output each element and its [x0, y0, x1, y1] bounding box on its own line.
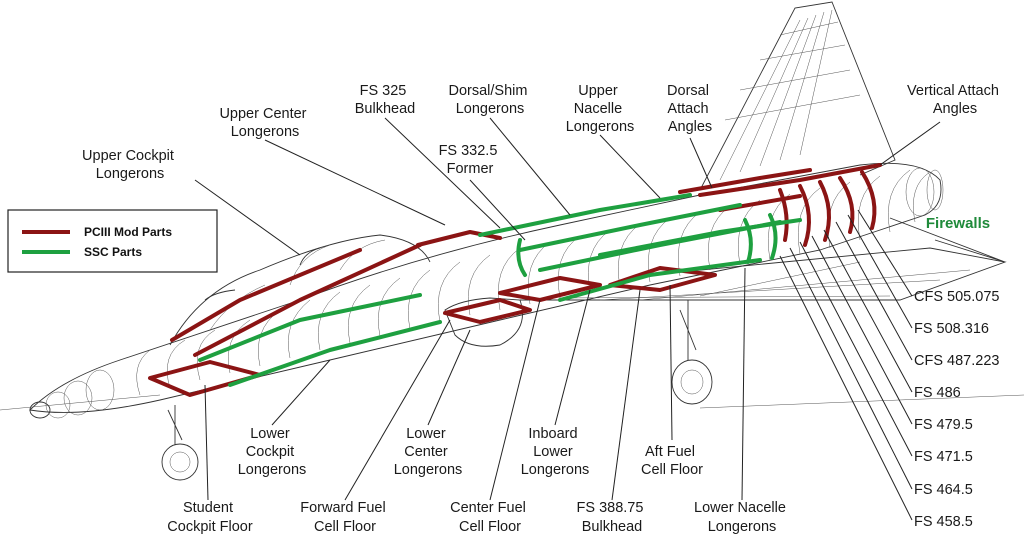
lower-cockpit-longeron-green-2	[228, 320, 442, 387]
label-fs38875-bulkhead: FS 388.75 Bulkhead	[577, 500, 648, 535]
lower-cockpit-longeron-green	[198, 293, 422, 362]
label-dorsal-shim-longerons: Dorsal/Shim Longerons	[449, 83, 532, 117]
label-upper-center-longerons: Upper Center Longerons	[219, 106, 310, 140]
aft-fuel-cell-floor	[608, 266, 717, 292]
station-labels: CFS 505.075 FS 508.316 CFS 487.223 FS 48…	[914, 289, 999, 530]
top-labels: Upper Cockpit Longerons Upper Center Lon…	[82, 83, 1003, 232]
bottom-labels: Lower Cockpit Longerons Lower Center Lon…	[167, 426, 790, 535]
label-dorsal-attach-angles: Dorsal Attach Angles	[667, 83, 713, 135]
legend-box	[7, 209, 218, 273]
ssc-parts	[198, 193, 802, 387]
label-fs3325-former: FS 332.5 Former	[439, 143, 502, 177]
label-fs325-bulkhead: FS 325 Bulkhead	[355, 83, 415, 117]
station-fs-464-5: FS 464.5	[914, 482, 973, 498]
forward-fuel-cell-floor	[443, 298, 532, 324]
firewall-frame-a	[768, 213, 778, 260]
fs-frame-a	[778, 188, 789, 242]
station-fs-471-5: FS 471.5	[914, 449, 973, 465]
fs-frame-e	[860, 170, 877, 230]
upper-center-longeron-green	[518, 203, 742, 252]
upper-cockpit-longeron	[170, 248, 362, 342]
firewall-frame-b	[743, 218, 753, 264]
fs-frame-d	[838, 176, 855, 234]
lower-cockpit-longeron-red	[193, 243, 422, 357]
legend-label-ssc: SSC Parts	[84, 245, 142, 259]
label-upper-cockpit-longerons: Upper Cockpit Longerons	[82, 148, 178, 182]
label-lower-cockpit-longerons: Lower Cockpit Longerons	[238, 426, 307, 478]
center-fuel-cell-floor	[498, 276, 602, 302]
station-fs-508-316: FS 508.316	[914, 321, 989, 337]
fs3325-former	[516, 238, 527, 277]
vertical-attach-angle	[698, 163, 882, 197]
label-vertical-attach-angles: Vertical Attach Angles	[907, 83, 1003, 117]
station-cfs-505-075: CFS 505.075	[914, 289, 999, 305]
station-fs-486: FS 486	[914, 385, 961, 401]
station-fs-479-5: FS 479.5	[914, 417, 973, 433]
label-lower-center-longerons: Lower Center Longerons	[394, 426, 463, 478]
station-cfs-487-223: CFS 487.223	[914, 353, 999, 369]
label-firewalls: Firewalls	[926, 215, 990, 232]
dorsal-attach-angle	[678, 168, 812, 194]
label-inboard-lower-longerons: Inboard Lower Longerons	[521, 426, 590, 478]
label-center-fuel-cell-floor: Center Fuel Cell Floor	[450, 500, 530, 535]
label-lower-nacelle-longerons: Lower Nacelle Longerons	[694, 500, 790, 535]
fs-frame-b	[798, 184, 811, 247]
station-fs-458-5: FS 458.5	[914, 514, 973, 530]
leader-lines	[194, 117, 941, 521]
dorsal-shim-longeron	[478, 193, 692, 237]
label-student-cockpit-floor: Student Cockpit Floor	[167, 500, 253, 535]
label-forward-fuel-cell-floor: Forward Fuel Cell Floor	[300, 500, 389, 535]
label-aft-fuel-cell-floor: Aft Fuel Cell Floor	[641, 444, 703, 478]
inboard-lower-longeron-green	[558, 258, 762, 302]
pciii-mod-parts	[148, 163, 882, 397]
label-upper-nacelle-longerons: Upper Nacelle Longerons	[566, 83, 635, 135]
fs325-bulkhead	[416, 230, 502, 247]
legend-label-mod: PCIII Mod Parts	[84, 225, 172, 239]
legend: PCIII Mod Parts SSC Parts	[7, 209, 218, 273]
